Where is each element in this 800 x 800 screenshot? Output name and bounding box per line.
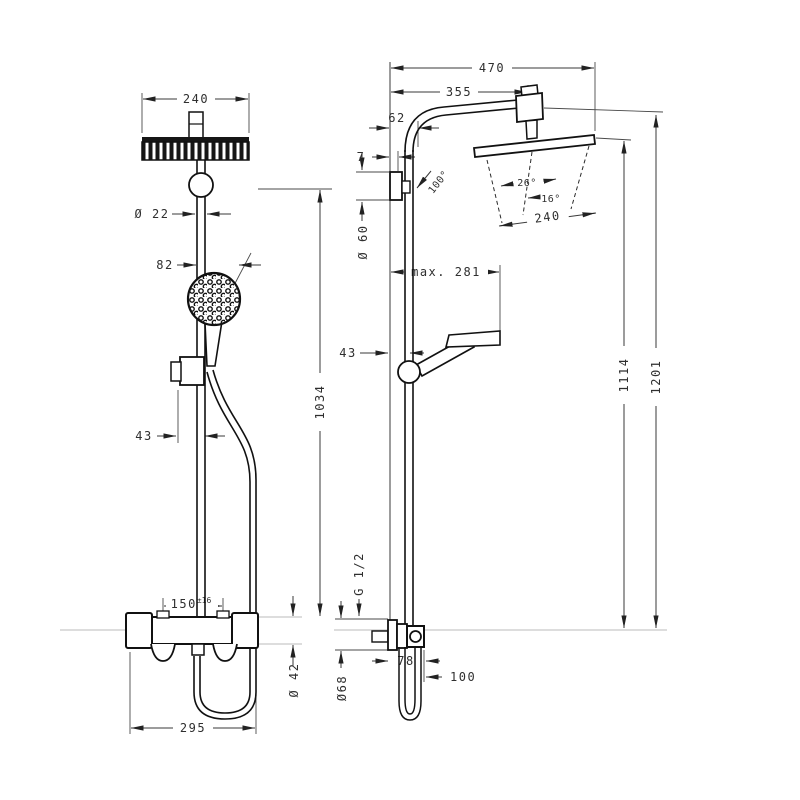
dim-side-head-depth-label: 240 bbox=[534, 208, 562, 225]
side-thermostat-valve bbox=[371, 619, 425, 651]
dim-side-hose-clearance-label: 100 bbox=[450, 670, 476, 684]
spray-line-left bbox=[486, 159, 503, 224]
dimension-labels: 240 Ø 22 82 43 1034 150±16 295 Ø 42 470 … bbox=[135, 61, 663, 735]
dim-front-bar-height-label: 1034 bbox=[313, 385, 327, 420]
dim-front-pipe-diameter-label: Ø 22 bbox=[135, 207, 170, 221]
spray-line-mid bbox=[522, 151, 533, 216]
front-hand-shower bbox=[186, 271, 242, 367]
dim-side-valve-depth-label: 78 bbox=[397, 654, 414, 668]
front-ball-joint bbox=[188, 172, 214, 198]
side-shower-hose bbox=[398, 647, 422, 721]
dim-front-valve-diameter-label: Ø 42 bbox=[287, 663, 301, 698]
dim-front-hand-shower-width-label: 82 bbox=[156, 258, 173, 272]
dim-side-reach-total-label: 470 bbox=[479, 61, 505, 75]
dim-front-holder-offset-label: 43 bbox=[135, 429, 152, 443]
valve-union-right bbox=[212, 643, 238, 662]
front-slider-holder bbox=[170, 356, 205, 386]
dim-side-valve-escutcheon-diameter-label: Ø68 bbox=[335, 675, 349, 701]
side-head-mount bbox=[515, 84, 544, 140]
dim-side-thread-label: G 1/2 bbox=[352, 552, 366, 596]
side-riser-pipe bbox=[404, 99, 520, 627]
dim-side-escutcheon-diameter-label: Ø 60 bbox=[356, 225, 370, 260]
dim-side-head-angle-b-label: 16° bbox=[541, 194, 561, 205]
side-overhead-shower bbox=[473, 134, 596, 224]
side-hand-shower-holder bbox=[397, 330, 501, 384]
dim-side-bend-angle-label: 100° bbox=[427, 169, 452, 196]
front-shower-hose bbox=[193, 369, 257, 720]
front-overhead-shower bbox=[141, 111, 250, 198]
side-wall-bracket bbox=[389, 171, 411, 201]
dim-side-pipe-wall-offset-label: 43 bbox=[339, 346, 356, 360]
valve-handle-left bbox=[125, 612, 153, 649]
valve-handle-right bbox=[231, 612, 259, 649]
valve-union-left bbox=[150, 643, 176, 662]
dim-side-wall-offset-label: 62 bbox=[388, 111, 405, 125]
dim-front-valve-width-label: 295 bbox=[180, 721, 206, 735]
front-riser-pipe bbox=[196, 160, 206, 618]
dim-side-max-reach-label: max. 281 bbox=[411, 265, 481, 279]
side-view bbox=[371, 84, 596, 721]
dim-side-reach-arm-label: 355 bbox=[446, 85, 472, 99]
front-view bbox=[125, 111, 259, 720]
dim-side-height-total-label: 1201 bbox=[649, 360, 663, 395]
dim-side-bracket-gap-label: 7 bbox=[357, 150, 366, 164]
front-thermostat-valve bbox=[125, 610, 259, 662]
dim-side-height-to-head-label: 1114 bbox=[617, 358, 631, 393]
dim-front-head-width-label: 240 bbox=[183, 92, 209, 106]
wall-union-stub bbox=[371, 630, 389, 643]
spray-line-right bbox=[570, 145, 590, 210]
dim-front-connection-spread-label: 150±16 bbox=[171, 596, 212, 611]
dim-side-head-angle-a-label: 26° bbox=[517, 178, 537, 189]
